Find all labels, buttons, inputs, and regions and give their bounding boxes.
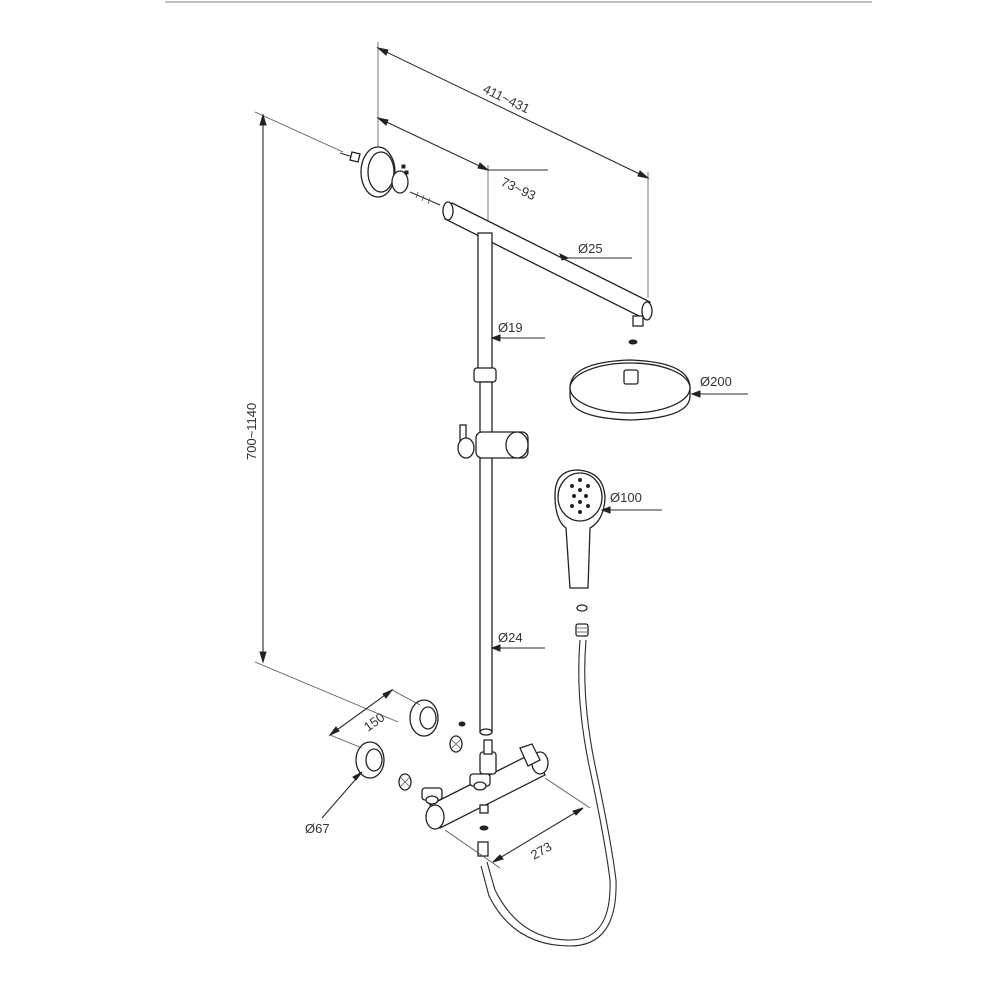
dimension-adjustable-height: 700~1140 — [244, 111, 399, 723]
filter-washer-upper — [449, 721, 466, 753]
wall-screw-right — [409, 191, 441, 206]
hand-shower-slider — [457, 424, 529, 459]
label-mixer-length: 273 — [528, 839, 554, 863]
dimension-escutcheon: Ø67 — [305, 771, 363, 836]
label-wall-offset: 73~93 — [499, 174, 538, 203]
shower-hose — [480, 639, 617, 947]
dimension-riser-lower: Ø24 — [490, 630, 545, 652]
wall-plug-left — [339, 151, 361, 163]
label-arm-diameter: Ø25 — [578, 241, 603, 256]
wall-bracket — [360, 146, 409, 198]
label-riser-lower-diameter: Ø24 — [498, 630, 523, 645]
escutcheon-lower — [355, 741, 385, 779]
shower-arm: Ø25 — [442, 201, 653, 327]
label-arm-length: 411~431 — [481, 81, 533, 116]
escutcheon-upper — [409, 699, 439, 737]
hand-shower: Ø100 — [554, 469, 662, 589]
overhead-shower: Ø200 — [569, 339, 748, 421]
label-escutcheon-diameter: Ø67 — [305, 821, 330, 836]
thermostatic-mixer — [421, 739, 549, 857]
label-adjustable-height: 700~1140 — [244, 403, 259, 460]
label-overhead-shower-diameter: Ø200 — [700, 374, 732, 389]
label-hand-shower-diameter: Ø100 — [610, 490, 642, 505]
filter-washer-lower — [398, 773, 412, 791]
hose-connector — [575, 604, 589, 637]
dimension-riser-upper: Ø19 — [490, 320, 545, 342]
riser-rail — [473, 232, 497, 736]
label-connection-spacing: 150 — [361, 710, 387, 735]
label-riser-upper-diameter: Ø19 — [498, 320, 523, 335]
